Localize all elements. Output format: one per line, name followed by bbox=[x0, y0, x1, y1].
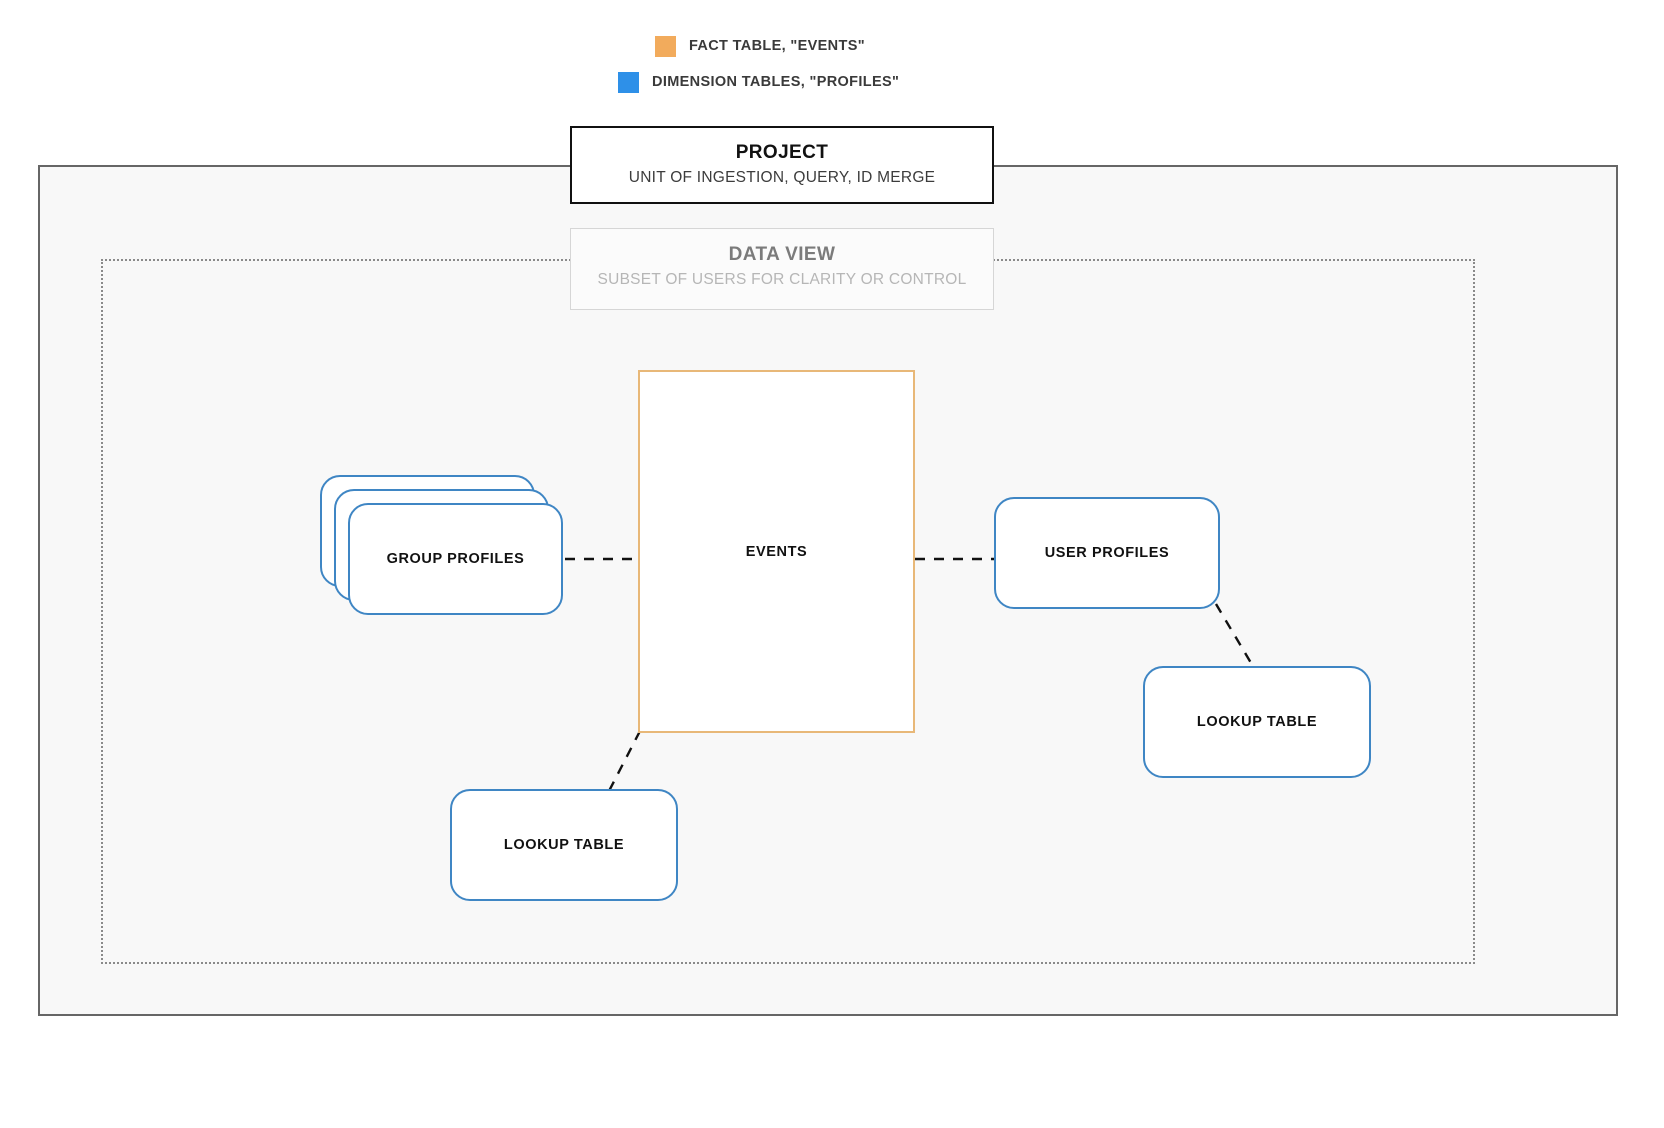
legend-item-label: FACT TABLE, "EVENTS" bbox=[689, 38, 865, 54]
lookup-table-right-label: LOOKUP TABLE bbox=[1196, 714, 1318, 730]
legend-item-label: DIMENSION TABLES, "PROFILES" bbox=[652, 74, 900, 90]
legend-item-dimension-tables: DIMENSION TABLES, "PROFILES" bbox=[0, 64, 1664, 100]
square-swatch-icon bbox=[618, 71, 639, 93]
project-title-card: PROJECT UNIT OF INGESTION, QUERY, ID MER… bbox=[570, 126, 994, 204]
fact-table-label: EVENTS bbox=[745, 543, 808, 560]
lookup-table-left-card[interactable]: LOOKUP TABLE bbox=[450, 789, 678, 901]
project-subtitle: UNIT OF INGESTION, QUERY, ID MERGE bbox=[628, 169, 936, 186]
square-swatch-icon bbox=[655, 35, 676, 57]
data-view-subtitle: SUBSET OF USERS FOR CLARITY OR CONTROL bbox=[597, 271, 967, 288]
data-view-title: DATA VIEW bbox=[728, 244, 836, 265]
lookup-table-left-label: LOOKUP TABLE bbox=[503, 837, 625, 853]
lookup-table-right-card[interactable]: LOOKUP TABLE bbox=[1143, 666, 1371, 778]
user-profiles-card[interactable]: USER PROFILES bbox=[994, 497, 1220, 609]
group-profiles-label: GROUP PROFILES bbox=[386, 551, 525, 567]
user-profiles-label: USER PROFILES bbox=[1044, 545, 1170, 561]
legend: FACT TABLE, "EVENTS" DIMENSION TABLES, "… bbox=[0, 28, 1664, 100]
group-profiles-card[interactable]: GROUP PROFILES bbox=[348, 503, 563, 615]
legend-item-fact-table: FACT TABLE, "EVENTS" bbox=[0, 28, 1664, 64]
fact-table-events[interactable]: EVENTS bbox=[638, 370, 915, 733]
data-view-title-card: DATA VIEW SUBSET OF USERS FOR CLARITY OR… bbox=[570, 228, 994, 310]
project-title: PROJECT bbox=[735, 142, 829, 163]
